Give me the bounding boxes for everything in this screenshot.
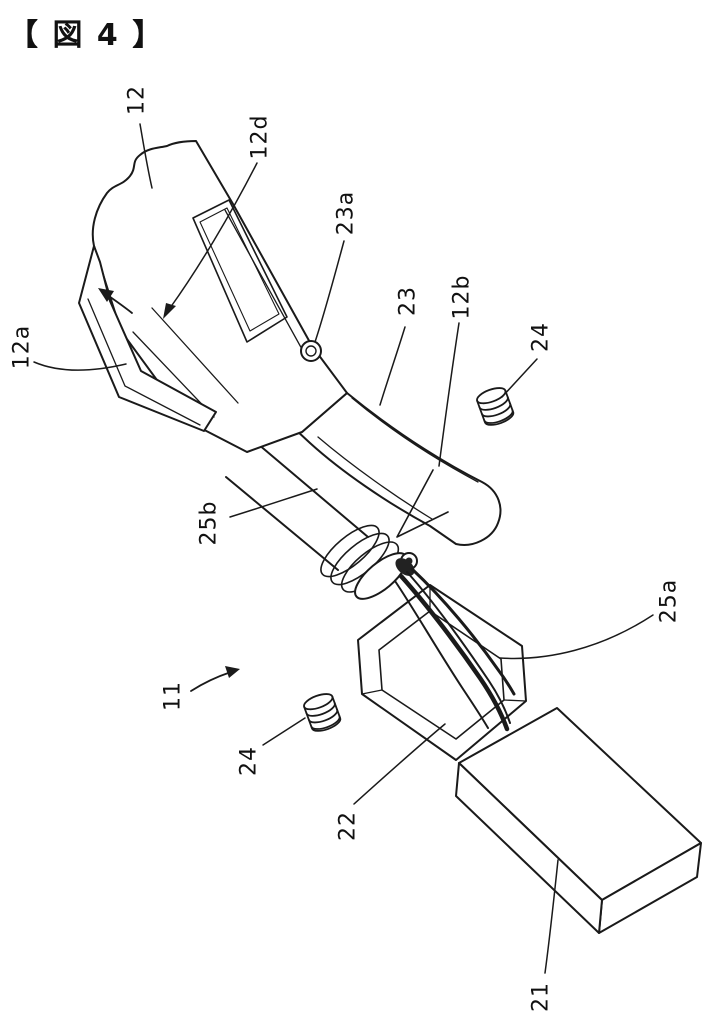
collar-ring [320, 524, 380, 578]
wires-25a [394, 558, 516, 732]
leader-12b [438, 322, 460, 467]
arrowhead-12d [163, 303, 176, 319]
clamp-finger-23 [396, 469, 449, 538]
leader-23 [379, 326, 406, 406]
holder-edge-tick [503, 699, 527, 702]
arrowhead-12a [98, 288, 114, 302]
wire [394, 580, 489, 729]
leader-25a [499, 614, 654, 660]
cylinder-lower-edge [225, 476, 339, 571]
plate-outline [91, 140, 348, 453]
ref-label-25a: 25a [656, 578, 682, 624]
holder-inner [378, 610, 505, 740]
leader-23a [314, 240, 345, 343]
ref-label-12b: 12b [449, 274, 475, 320]
plate-opening-outer [192, 199, 288, 343]
screw-rib [310, 715, 341, 730]
leader-24-lower [262, 717, 306, 746]
ref-label-25b: 25b [196, 500, 222, 546]
leader-12 [139, 123, 153, 189]
leader-25b [229, 488, 318, 518]
channel-line-12d [151, 307, 239, 404]
ref-label-12d: 12d [247, 114, 273, 160]
screw-body [303, 695, 342, 732]
leader-lines [33, 123, 654, 974]
screw-rib [308, 708, 339, 724]
arrow-tail-11 [190, 671, 232, 692]
screw-body [476, 389, 515, 426]
ref-label-24-upper: 24 [528, 322, 554, 352]
strap-inner-line [317, 436, 433, 520]
block-21 [455, 707, 702, 934]
hole-23a-inner [305, 345, 317, 357]
leader-21 [544, 859, 559, 974]
ref-label-24-lower: 24 [236, 746, 262, 776]
wire [410, 567, 516, 696]
ref-label-23: 23 [395, 286, 421, 316]
screw-rib [478, 396, 509, 411]
ref-label-12: 12 [124, 85, 150, 115]
direction-arrows [98, 288, 240, 692]
strap-outline [259, 389, 502, 546]
block-front-face [455, 762, 603, 934]
ref-label-12a: 12a [9, 324, 35, 370]
ref-label-21: 21 [528, 982, 554, 1012]
holder-edge-tick [361, 689, 383, 695]
wire [406, 571, 511, 724]
ref-label-23a: 23a [333, 190, 359, 236]
strap-arm-23-12b [259, 389, 502, 546]
hole-23a-outer [300, 340, 322, 362]
leader-12d [169, 162, 258, 309]
wire-bundle-root [395, 558, 415, 576]
plate-opening-inner [199, 207, 280, 332]
flange-12a-outline [78, 245, 217, 432]
screw-rib [481, 402, 512, 418]
arrowhead-11 [225, 666, 240, 678]
screw-24-upper [476, 387, 515, 426]
ref-label-22: 22 [335, 811, 361, 841]
wire [398, 573, 510, 732]
screw-rib [305, 702, 336, 717]
screw-top [303, 693, 334, 711]
figure-title: 【 図 4 】 [8, 18, 165, 53]
strap-fold-line [351, 397, 479, 483]
leader-22 [353, 723, 446, 805]
bracket-plate-12 [78, 140, 348, 453]
ref-label-11: 11 [160, 681, 186, 711]
flange-12a-inner-line [87, 298, 201, 426]
holder-frame-22 [357, 584, 527, 761]
leader-12a [33, 361, 127, 371]
screw-24-lower [303, 693, 342, 732]
leader-24-upper [501, 358, 538, 398]
screw-rib [483, 409, 514, 424]
plate-thickness-line [224, 209, 304, 352]
